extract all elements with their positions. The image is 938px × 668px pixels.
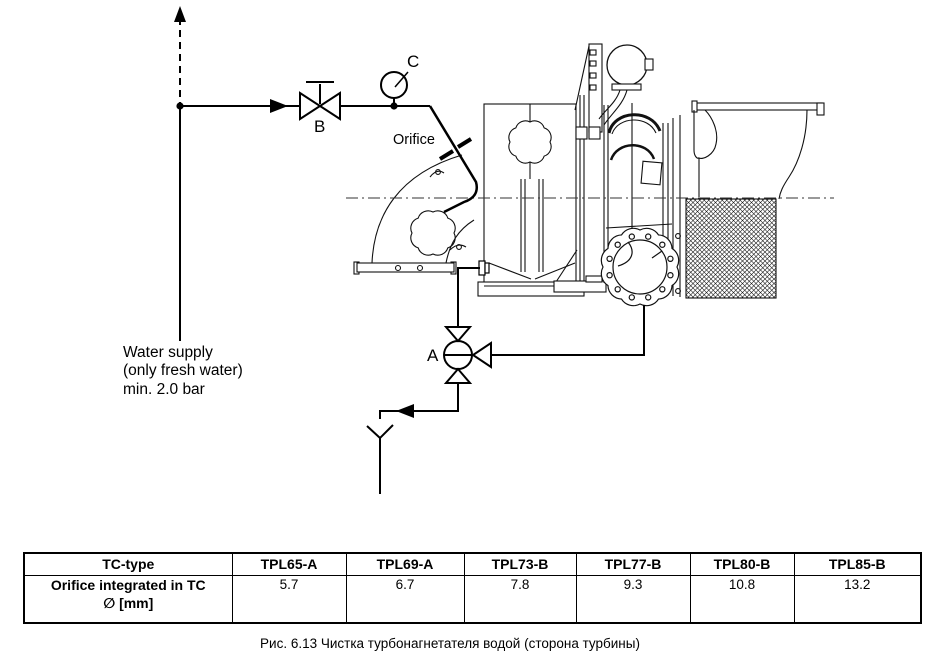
orifice-value: 13.2 [793, 575, 922, 624]
table-header-row: TC-type TPL65-A TPL69-A TPL73-B TPL77-B … [23, 552, 922, 576]
water-supply-line [176, 99, 430, 341]
row-label-line1: Orifice integrated in TC [50, 577, 206, 593]
orifice-value: 9.3 [575, 575, 691, 624]
motor [598, 44, 654, 126]
svg-text:(only fresh water): (only fresh water) [123, 362, 243, 379]
drain-funnel-symbol [366, 424, 394, 494]
svg-text:Water supply: Water supply [123, 344, 213, 361]
orifice-diameter-row: Orifice integrated in TC ∅ [mm] 5.7 6.7 … [23, 575, 922, 624]
flow-arrow-right-icon [270, 99, 288, 113]
pipe-junction-dot [176, 102, 184, 110]
tc-type-col: TPL65-A [231, 552, 347, 576]
gauge-c-symbol [380, 71, 409, 106]
piping [174, 6, 645, 494]
drain-line [379, 260, 645, 419]
external-supply-line [174, 6, 186, 104]
figure-caption: Рис. 6.13 Чистка турбонагнетателя водой … [260, 636, 640, 651]
gas-inlet-elbow [353, 154, 475, 275]
orifice-value: 5.7 [231, 575, 347, 624]
row-label: Orifice integrated in TC ∅ [mm] [23, 575, 233, 624]
compressor-flange [600, 227, 680, 307]
orifice-size-table: TC-type TPL65-A TPL69-A TPL73-B TPL77-B … [23, 552, 922, 624]
diagram-labels: C B A Orifice Water supply (only fresh w… [123, 52, 439, 398]
tc-type-header: TC-type [23, 552, 233, 576]
tc-type-col: TPL69-A [345, 552, 465, 576]
silencer-mesh [685, 198, 777, 299]
gas-outlet-casing [477, 103, 585, 297]
gauge-label: C [407, 52, 419, 71]
silencer [685, 100, 825, 299]
flow-arrow-left-icon [396, 404, 414, 418]
valve-b-symbol [299, 81, 341, 121]
orifice-value: 10.8 [689, 575, 795, 624]
svg-text:min. 2.0 bar: min. 2.0 bar [123, 381, 205, 398]
tc-type-col: TPL80-B [689, 552, 795, 576]
turbocharger-drawing [346, 43, 834, 307]
piping-diagram-canvas: C B A Orifice Water supply (only fresh w… [123, 6, 834, 494]
tc-type-col: TPL73-B [463, 552, 577, 576]
orifice-value: 7.8 [463, 575, 577, 624]
casing-rosette-hole [508, 120, 552, 164]
water-supply-label: Water supply (only fresh water) min. 2.0… [123, 344, 243, 398]
orifice-marks [438, 137, 473, 161]
tc-type-col: TPL85-B [793, 552, 922, 576]
orifice-label: Orifice [393, 132, 435, 148]
arrow-up-icon [174, 6, 186, 22]
valve-b-label: B [314, 117, 325, 136]
injection-pipe [428, 105, 478, 214]
valve-a-symbol [443, 326, 492, 384]
tc-type-col: TPL77-B [575, 552, 691, 576]
orifice-value: 6.7 [345, 575, 465, 624]
row-label-line2: ∅ [mm] [103, 594, 154, 611]
valve-a-label: A [427, 346, 439, 365]
elbow-rosette-hole [410, 210, 456, 256]
